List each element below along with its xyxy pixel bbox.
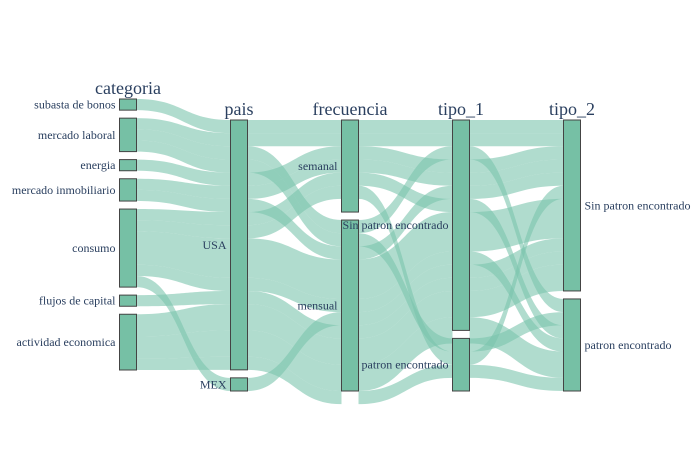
category-label-tipo-2-sin-patron-encontrado: Sin patron encontrado xyxy=(585,198,691,212)
category-bar-categoria-energia[interactable] xyxy=(119,159,137,172)
category-label-categoria-subasta-de-bonos: subasta de bonos xyxy=(34,98,116,112)
flow-ribbon-12-1[interactable] xyxy=(247,290,342,339)
flow-ribbon-7-2[interactable] xyxy=(358,172,453,213)
category-label-frecuencia-mensual: mensual xyxy=(298,299,339,313)
flow-ribbon-0-1[interactable] xyxy=(247,120,342,134)
flow-ribbon-0-3[interactable] xyxy=(469,120,564,134)
dimension-title-pais[interactable]: pais xyxy=(225,99,254,119)
category-label-pais-usa: USA xyxy=(202,238,226,252)
flow-ribbon-9-3[interactable] xyxy=(469,198,564,252)
category-bar-layer xyxy=(119,98,581,392)
category-label-categoria-consumo: consumo xyxy=(72,241,115,255)
flow-ribbon-4-3[interactable] xyxy=(469,146,564,173)
flow-ribbon-7-1[interactable] xyxy=(247,172,342,226)
flow-ribbon-5-2[interactable] xyxy=(358,159,453,186)
flow-ribbon-14-1[interactable] xyxy=(247,330,342,391)
category-bar-pais-mex[interactable] xyxy=(230,377,248,392)
flow-ribbon-13-2[interactable] xyxy=(358,290,453,365)
flow-ribbon-4-2[interactable] xyxy=(358,146,453,173)
flow-ribbon-1-0[interactable] xyxy=(136,118,231,147)
dimension-title-tipo-2[interactable]: tipo_2 xyxy=(549,99,595,119)
flow-ribbon-12-2[interactable] xyxy=(358,277,453,339)
flow-ribbon-12-0[interactable] xyxy=(136,290,231,307)
flow-ribbon-15-0[interactable] xyxy=(136,356,231,370)
flow-ribbon-11-3[interactable] xyxy=(469,238,564,278)
category-bar-tipo-2-patron-encontrado[interactable] xyxy=(563,298,581,392)
flow-ribbon-4-1[interactable] xyxy=(247,146,342,186)
category-label-categoria-mercado-laboral: mercado laboral xyxy=(38,128,116,142)
category-bar-categoria-subasta-de-bonos[interactable] xyxy=(119,98,137,111)
ribbon-layer xyxy=(136,99,564,405)
category-bar-tipo-1-sin-patron-encontrado[interactable] xyxy=(452,119,470,331)
flow-ribbon-9-1[interactable] xyxy=(247,238,342,299)
flow-ribbon-14-2[interactable] xyxy=(358,317,453,391)
dimension-title-frecuencia[interactable]: frecuencia xyxy=(313,99,388,119)
flow-ribbon-12-3[interactable] xyxy=(469,251,564,291)
flow-ribbon-14-3[interactable] xyxy=(469,317,564,378)
flow-ribbon-5-0[interactable] xyxy=(136,178,231,199)
flow-ribbon-3-0[interactable] xyxy=(136,140,231,173)
category-label-categoria-energia: energia xyxy=(80,158,116,172)
flow-ribbon-11-2[interactable] xyxy=(358,264,453,326)
flow-ribbon-13-0[interactable] xyxy=(136,304,231,337)
flow-ribbon-0-2[interactable] xyxy=(358,120,453,134)
category-label-categoria-flujos-de-capital: flujos de capital xyxy=(39,294,116,308)
category-bar-pais-usa[interactable] xyxy=(230,119,248,371)
category-bar-frecuencia-mensual[interactable] xyxy=(341,219,359,392)
flow-ribbon-0-0[interactable] xyxy=(136,99,231,134)
dimension-title-tipo-1[interactable]: tipo_1 xyxy=(438,99,484,119)
category-label-tipo-2-patron-encontrado: patron encontrado xyxy=(585,338,672,352)
flow-ribbon-10-0[interactable] xyxy=(136,264,231,291)
flow-ribbon-13-3[interactable] xyxy=(469,264,564,318)
flow-ribbon-8-1[interactable] xyxy=(247,185,342,239)
flow-ribbon-8-0[interactable] xyxy=(136,220,231,239)
flow-ribbon-15-3[interactable] xyxy=(469,364,564,391)
category-label-tipo-1-patron-encontrado: patron encontrado xyxy=(362,358,449,372)
category-bar-categoria-actividad-economica[interactable] xyxy=(119,313,137,371)
category-label-tipo-1-sin-patron-encontrado: Sin patron encontrado xyxy=(343,218,449,232)
flow-ribbon-15-2[interactable] xyxy=(358,364,453,405)
category-label-pais-mex: MEX xyxy=(200,377,227,391)
flow-ribbon-10-1[interactable] xyxy=(247,277,342,313)
category-bar-categoria-consumo[interactable] xyxy=(119,208,137,288)
category-bar-frecuencia-semanal[interactable] xyxy=(341,119,359,213)
flow-ribbon-5-1[interactable] xyxy=(247,159,342,199)
category-label-categoria-actividad-economica: actividad economica xyxy=(17,335,117,349)
category-label-categoria-mercado-inmobiliario: mercado inmobiliario xyxy=(12,183,116,197)
flow-ribbon-9-0[interactable] xyxy=(136,231,231,278)
flow-ribbon-2-1[interactable] xyxy=(247,146,342,234)
flow-ribbon-1-3[interactable] xyxy=(469,133,564,147)
flow-ribbon-2-0[interactable] xyxy=(136,129,231,160)
category-bar-tipo-2-sin-patron-encontrado[interactable] xyxy=(563,119,581,292)
flow-ribbon-14-0[interactable] xyxy=(136,330,231,359)
flow-ribbon-9-2[interactable] xyxy=(358,212,453,299)
flow-ribbon-1-1[interactable] xyxy=(247,133,342,147)
category-bar-tipo-1-patron-encontrado[interactable] xyxy=(452,337,470,392)
flow-ribbon-5-3[interactable] xyxy=(469,159,564,186)
category-label-frecuencia-semanal: semanal xyxy=(298,159,338,173)
flow-ribbon-6-0[interactable] xyxy=(136,189,231,213)
flow-ribbon-15-1[interactable] xyxy=(247,356,342,405)
category-bar-categoria-flujos-de-capital[interactable] xyxy=(119,294,137,307)
flow-ribbon-1-2[interactable] xyxy=(358,133,453,147)
category-bar-categoria-mercado-laboral[interactable] xyxy=(119,117,137,153)
flow-ribbon-6-3[interactable] xyxy=(469,172,564,199)
flow-ribbon-10-2[interactable] xyxy=(358,251,453,313)
category-bar-categoria-mercado-inmobiliario[interactable] xyxy=(119,178,137,202)
flow-ribbon-4-0[interactable] xyxy=(136,159,231,186)
flow-ribbon-13-1[interactable] xyxy=(247,304,342,365)
flow-ribbon-7-0[interactable] xyxy=(136,209,231,226)
dimension-title-categoria[interactable]: categoria xyxy=(95,78,161,98)
